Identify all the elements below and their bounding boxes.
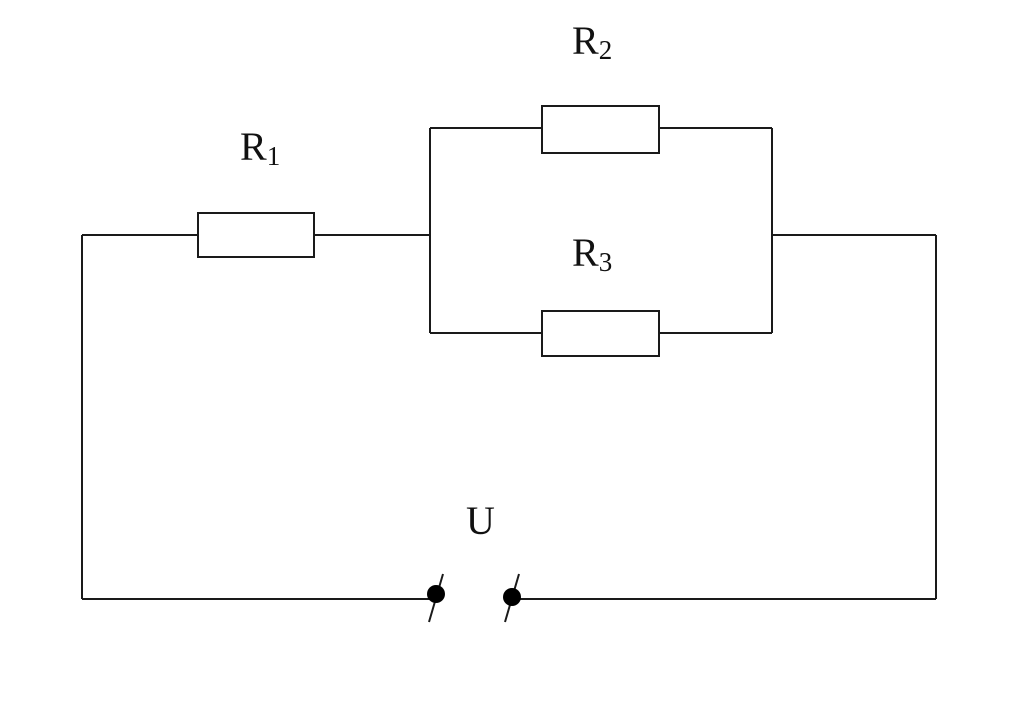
- label-source-u: U: [466, 498, 495, 543]
- terminal-left-dot: [427, 585, 445, 603]
- label-r1-index: 1: [267, 141, 281, 171]
- label-r1: R1: [240, 124, 280, 171]
- label-r1-letter: R: [240, 124, 267, 169]
- resistor-r1: [197, 212, 315, 258]
- resistor-r2: [541, 105, 660, 154]
- terminal-right-dot: [503, 588, 521, 606]
- label-r2-letter: R: [572, 18, 599, 63]
- terminal-left: [427, 573, 445, 623]
- terminal-right: [503, 573, 521, 623]
- label-r3-letter: R: [572, 230, 599, 275]
- wires: [81, 127, 937, 600]
- resistor-r3: [541, 310, 660, 357]
- label-r2: R2: [572, 18, 612, 65]
- label-r3: R3: [572, 230, 612, 277]
- label-r2-index: 2: [599, 35, 613, 65]
- label-r3-index: 3: [599, 247, 613, 277]
